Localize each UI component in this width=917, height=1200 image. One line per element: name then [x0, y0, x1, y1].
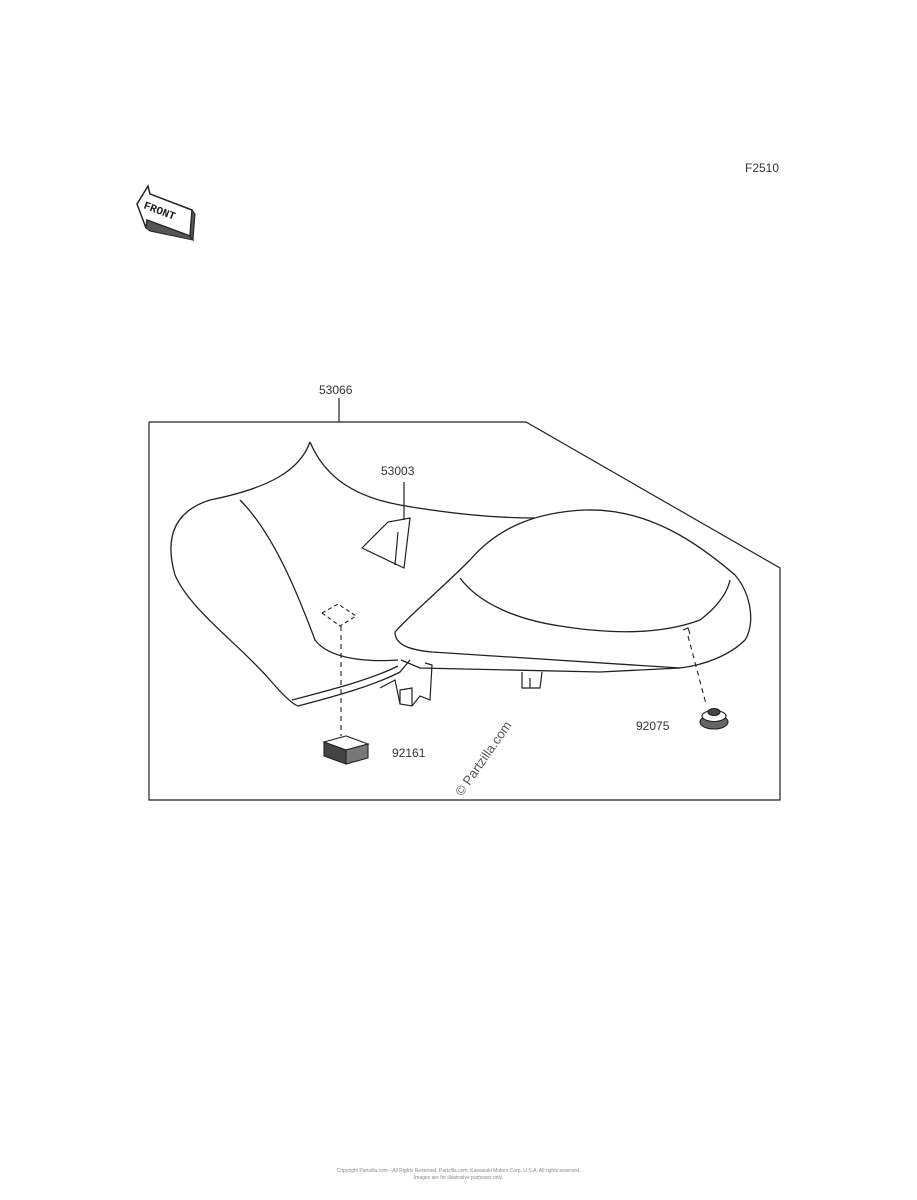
- rider-seat: [170, 441, 536, 707]
- pad-part: [320, 603, 370, 765]
- copyright-line-1: Copyright Partzilla.com - All Rights Res…: [336, 1168, 581, 1174]
- front-arrow-icon: [136, 184, 196, 242]
- part-number-53066[interactable]: 53066: [319, 383, 353, 397]
- copyright-line-2: Images are for illustrative purposes onl…: [413, 1175, 504, 1181]
- seat-mount-tabs: [379, 662, 543, 707]
- seat-strap-part: [360, 482, 411, 569]
- part-number-92161[interactable]: 92161: [392, 746, 426, 760]
- callout-frame: [148, 421, 781, 801]
- damper-part: [682, 627, 729, 730]
- figure-code-label: F2510: [745, 161, 780, 175]
- passenger-seat: [394, 509, 752, 673]
- part-number-53003[interactable]: 53003: [381, 464, 415, 478]
- part-number-92075[interactable]: 92075: [636, 719, 670, 733]
